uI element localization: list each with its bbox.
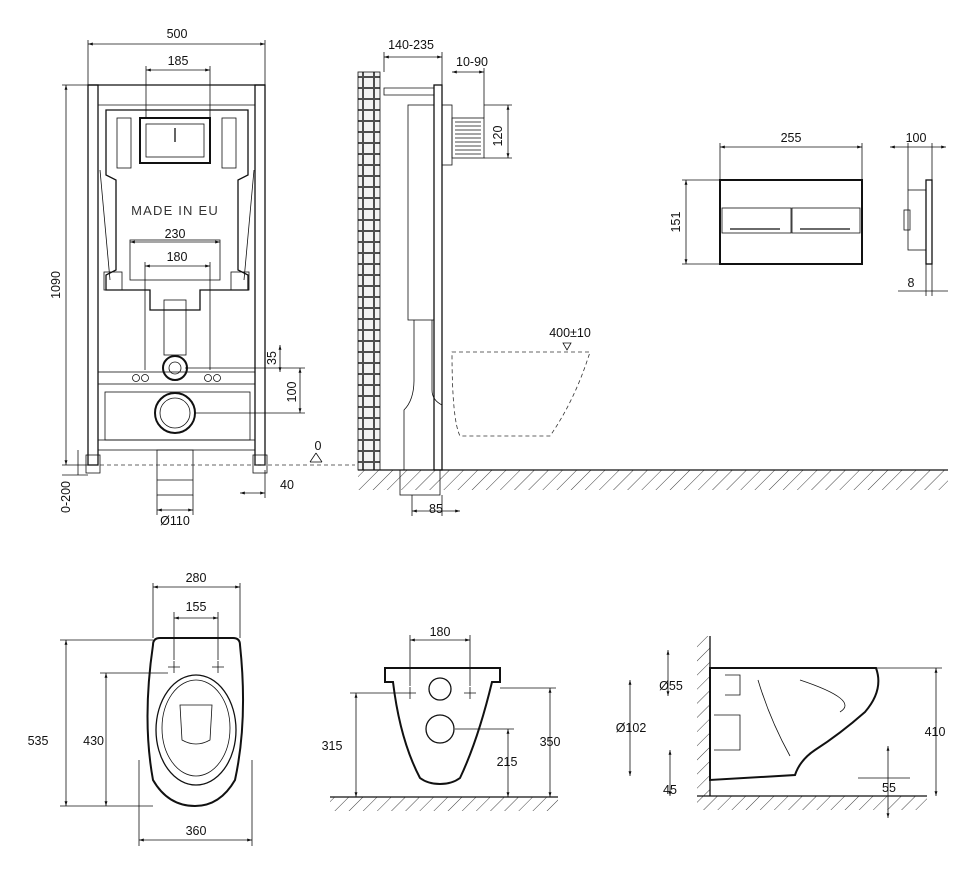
plate-depth-dim: 100 [906, 131, 927, 145]
foot-adjust-dim: 0-200 [59, 481, 73, 513]
frame-side-post [433, 84, 443, 471]
bowl-outline-dashed [451, 351, 591, 437]
bowl-top-view: 280 155 535 430 360 [28, 571, 253, 846]
pipe-spacing-dim: 180 [167, 250, 188, 264]
tank-width-dim: 185 [168, 54, 189, 68]
frame-left-foot [85, 454, 101, 474]
back-hole-spacing-dim: 180 [430, 625, 451, 639]
frame-right-foot [252, 454, 268, 474]
drain-pipe [403, 320, 443, 470]
bowl-bottom-width-dim: 360 [186, 824, 207, 838]
back-inlet-height-dim: 315 [322, 739, 343, 753]
stub-offset-dim: 35 [265, 351, 279, 365]
bowl-side-outline [709, 667, 880, 782]
bowl-inner-seat [179, 704, 213, 745]
frame-left-post [87, 84, 99, 466]
cistern-side [407, 104, 435, 321]
side-base-offset-dim: 45 [663, 783, 677, 797]
mount-holes [168, 661, 224, 673]
flush-button-right [791, 207, 861, 234]
bowl-back-outline [384, 667, 501, 786]
frame-width-dim: 500 [167, 27, 188, 41]
bowl-top-outline [146, 637, 245, 808]
tiled-wall [357, 71, 381, 471]
frame-height-dim: 1090 [49, 271, 63, 299]
plate-thickness-dim: 8 [908, 276, 915, 290]
frame-right-post [254, 84, 266, 466]
foot-offset-dim: 40 [280, 478, 294, 492]
flush-button-box [451, 117, 485, 159]
outlet-pipe [156, 449, 194, 496]
side-height-dim: 410 [925, 725, 946, 739]
outlet-height-dim: 100 [285, 382, 299, 403]
dimension-lines [62, 40, 323, 515]
floor-hatch-side [697, 796, 927, 810]
flush-height-dim: 120 [491, 126, 505, 147]
bowl-top-width-dim: 280 [186, 571, 207, 585]
flush-opening [139, 117, 211, 164]
floor-level-dim: 0 [315, 439, 322, 453]
flush-button-left [721, 207, 792, 234]
flush-plate-view: 255 151 100 8 [669, 131, 948, 296]
bowl-mount-length-dim: 430 [83, 734, 104, 748]
made-in-label: MADE IN EU [131, 203, 219, 218]
bowl-length-dim: 535 [28, 734, 49, 748]
bracket-width-dim: 230 [165, 227, 186, 241]
wall-hatch-side [697, 636, 710, 796]
bowl-height-dim: 400±10 [549, 326, 591, 340]
side-rim-offset-dim: 55 [882, 781, 896, 795]
bowl-hole-spacing-dim: 155 [186, 600, 207, 614]
water-inlet [162, 355, 188, 381]
flush-plate-front [719, 179, 863, 265]
bowl-rim [155, 674, 237, 786]
side-outlet-diameter-dim: Ø102 [616, 721, 647, 735]
bowl-back-view: 180 315 350 215 [322, 625, 561, 811]
back-outlet-height-dim: 215 [497, 755, 518, 769]
frame-crossbar [97, 371, 256, 385]
back-outlet-hole [425, 714, 455, 744]
bowl-side-view: Ø55 Ø102 410 45 55 [616, 636, 946, 818]
plate-width-dim: 255 [781, 131, 802, 145]
floor-hatch [358, 470, 948, 490]
side-inlet-diameter-dim: Ø55 [659, 679, 683, 693]
back-inlet-hole [428, 677, 452, 701]
outlet-depth-dim: 85 [429, 502, 443, 516]
back-total-height-dim: 350 [540, 735, 561, 749]
outlet-diameter-dim: Ø110 [160, 514, 190, 528]
frame-front-view: MADE IN EU [49, 27, 355, 528]
flush-plate-side [925, 179, 933, 265]
frame-side-view: 140-235 10-90 120 400±10 85 [357, 38, 948, 516]
wall-depth-dim: 140-235 [388, 38, 434, 52]
plate-height-dim: 151 [669, 212, 683, 233]
drain-outlet [154, 392, 196, 434]
cistern-body [105, 109, 249, 311]
floor-hatch-back [330, 797, 558, 811]
flush-offset-dim: 10-90 [456, 55, 488, 69]
